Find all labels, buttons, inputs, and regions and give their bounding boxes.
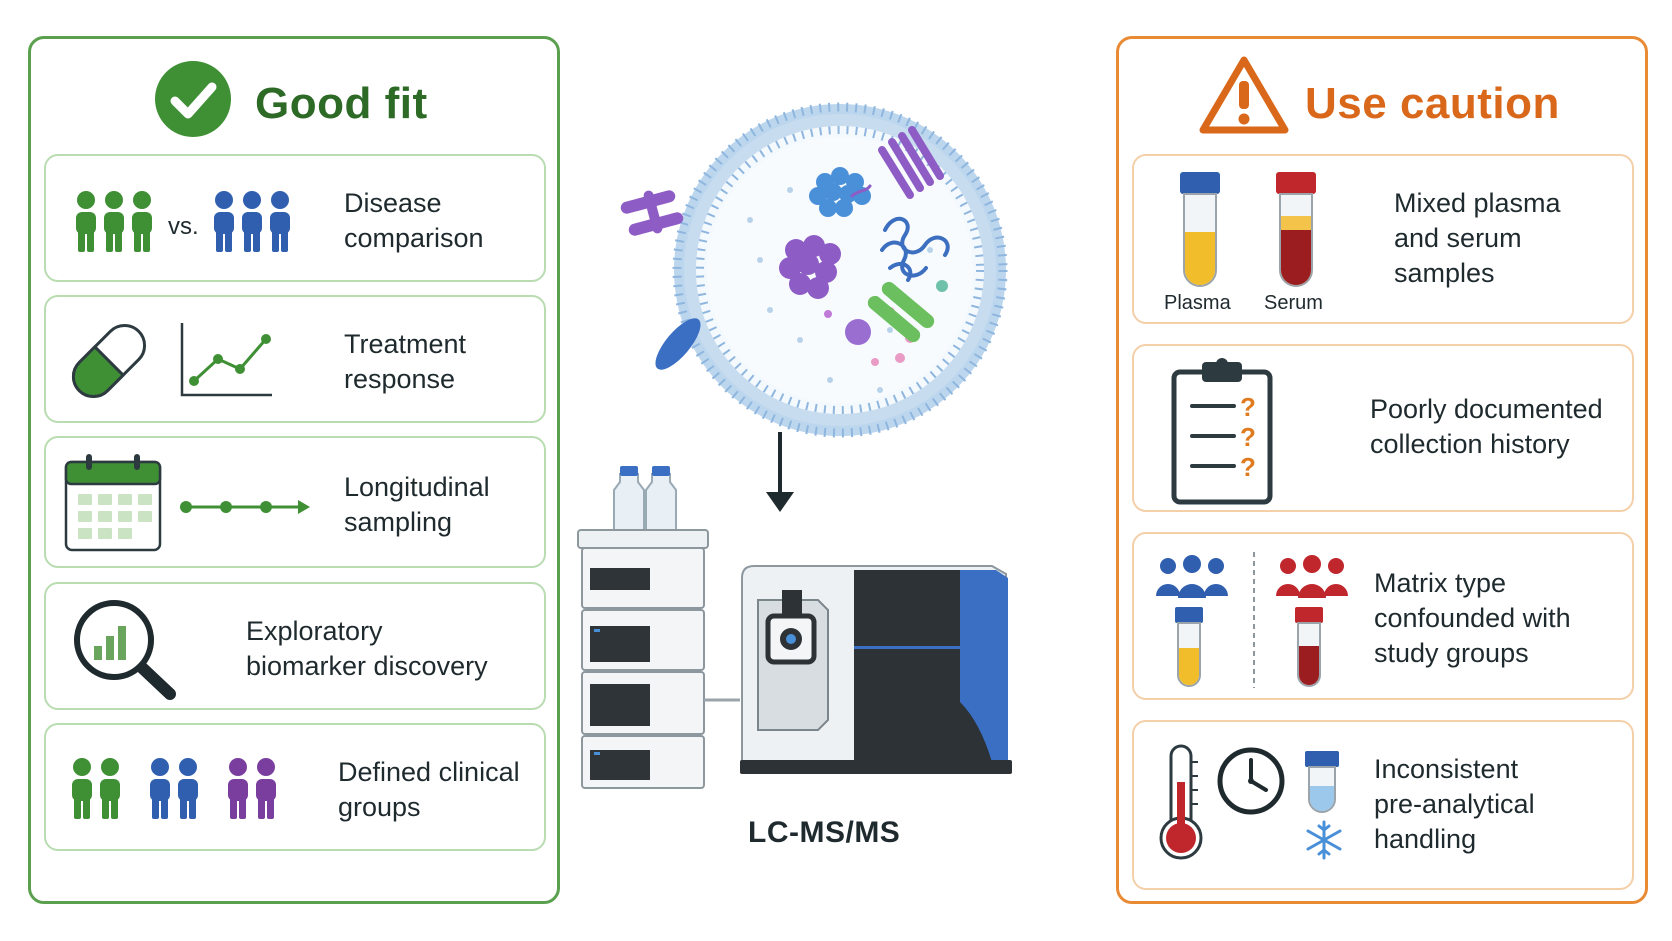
defined-clinical-groups-card: Defined clinical groups — [44, 723, 546, 851]
text-line: Disease — [344, 188, 442, 218]
text-line: Mixed plasma — [1394, 188, 1561, 218]
calendar-icon — [64, 454, 162, 552]
text-line: and serum — [1394, 223, 1522, 253]
clock-icon — [1217, 747, 1285, 815]
text-line: comparison — [344, 223, 484, 253]
longitudinal-sampling-text: Longitudinal sampling — [344, 470, 490, 540]
plasma-tube-icon — [1175, 607, 1203, 687]
text-line: collection history — [1370, 429, 1570, 459]
check-circle-icon — [155, 61, 231, 137]
text-line: Exploratory — [246, 616, 383, 646]
disease-comparison-card: vs. Disease comparison — [44, 154, 546, 282]
text-line: Matrix type — [1374, 568, 1507, 598]
lc-ms-ms-label: LC-MS/MS — [748, 816, 901, 849]
lc-ms-instrument-icon — [577, 466, 1012, 789]
thermometer-icon — [1159, 744, 1203, 860]
svg-text:?: ? — [1240, 392, 1256, 422]
people-group-green-icon — [76, 191, 152, 252]
clipboard-question-icon: ??? — [1171, 358, 1273, 505]
vs-label: vs. — [168, 213, 199, 240]
people-group-red-icon — [1276, 555, 1348, 598]
poorly-documented-card: ??? Poorly documented collection history — [1132, 344, 1634, 512]
inconsistent-handling-text: Inconsistent pre-analytical handling — [1374, 752, 1535, 857]
text-line: Defined clinical — [338, 757, 520, 787]
matrix-confounded-card: Matrix type confounded with study groups — [1132, 532, 1634, 700]
mixed-plasma-serum-text: Mixed plasma and serum samples — [1394, 186, 1561, 291]
serum-tube-icon — [1276, 172, 1316, 287]
svg-text:?: ? — [1240, 422, 1256, 452]
center-illustration — [577, 102, 1012, 789]
text-line: samples — [1394, 258, 1495, 288]
use-caution-title: Use caution — [1305, 79, 1560, 128]
divider-dashed-line — [1253, 552, 1255, 688]
disease-comparison-text: Disease comparison — [344, 186, 484, 256]
membrane-protein-purple-left — [620, 190, 684, 236]
longitudinal-sampling-card: Longitudinal sampling — [44, 436, 546, 568]
sample-tube-icon — [1305, 751, 1339, 813]
people-group-blue-icon — [214, 191, 290, 252]
good-fit-panel: Good fit vs. Disease comparison — [28, 36, 560, 904]
svg-text:?: ? — [1240, 452, 1256, 482]
text-line: Treatment — [344, 329, 467, 359]
membrane-protein-purple-right — [850, 126, 944, 199]
text-line: Inconsistent — [1374, 754, 1519, 784]
text-line: Poorly documented — [1370, 394, 1603, 424]
text-line: biomarker discovery — [246, 651, 488, 681]
down-arrow-icon — [766, 432, 794, 512]
membrane-protein-blue — [655, 318, 701, 370]
poorly-documented-text: Poorly documented collection history — [1370, 392, 1603, 462]
text-line: handling — [1374, 824, 1477, 854]
exploratory-biomarker-card: Exploratory biomarker discovery — [44, 582, 546, 710]
text-line: study groups — [1374, 638, 1529, 668]
good-fit-title: Good fit — [255, 79, 428, 128]
warning-triangle-icon — [1199, 56, 1289, 134]
text-line: pre-analytical — [1374, 789, 1535, 819]
text-line: confounded with — [1374, 603, 1571, 633]
matrix-confounded-text: Matrix type confounded with study groups — [1374, 566, 1571, 671]
plasma-label: Plasma — [1164, 292, 1231, 314]
text-line: response — [344, 364, 456, 394]
extracellular-vesicle-icon — [620, 102, 1008, 438]
treatment-response-card: Treatment response — [44, 295, 546, 423]
use-caution-panel: Use caution Plasma Serum Mixed plasma an… — [1116, 36, 1648, 904]
membrane-protein-green — [867, 281, 935, 343]
plasma-tube-icon — [1180, 172, 1220, 287]
people-group-blue-icon — [1156, 555, 1228, 598]
text-line: sampling — [344, 507, 453, 537]
exploratory-biomarker-text: Exploratory biomarker discovery — [246, 614, 488, 684]
pill-capsule-icon — [71, 323, 147, 399]
people-pair-blue-icon — [150, 758, 198, 819]
people-pair-purple-icon — [228, 758, 276, 819]
text-line: Longitudinal — [344, 472, 490, 502]
magnifier-chart-icon — [74, 600, 176, 700]
serum-tube-icon — [1295, 607, 1323, 687]
serum-label: Serum — [1264, 292, 1323, 314]
defined-clinical-groups-text: Defined clinical groups — [338, 755, 520, 825]
timeline-arrow-icon — [180, 500, 310, 514]
treatment-response-text: Treatment response — [344, 327, 466, 397]
people-pair-green-icon — [72, 758, 120, 819]
snowflake-icon — [1306, 820, 1342, 860]
inconsistent-handling-card: Inconsistent pre-analytical handling — [1132, 720, 1634, 890]
mixed-plasma-serum-card: Plasma Serum Mixed plasma and serum samp… — [1132, 154, 1634, 324]
line-chart-icon — [180, 323, 272, 397]
text-line: groups — [338, 792, 421, 822]
